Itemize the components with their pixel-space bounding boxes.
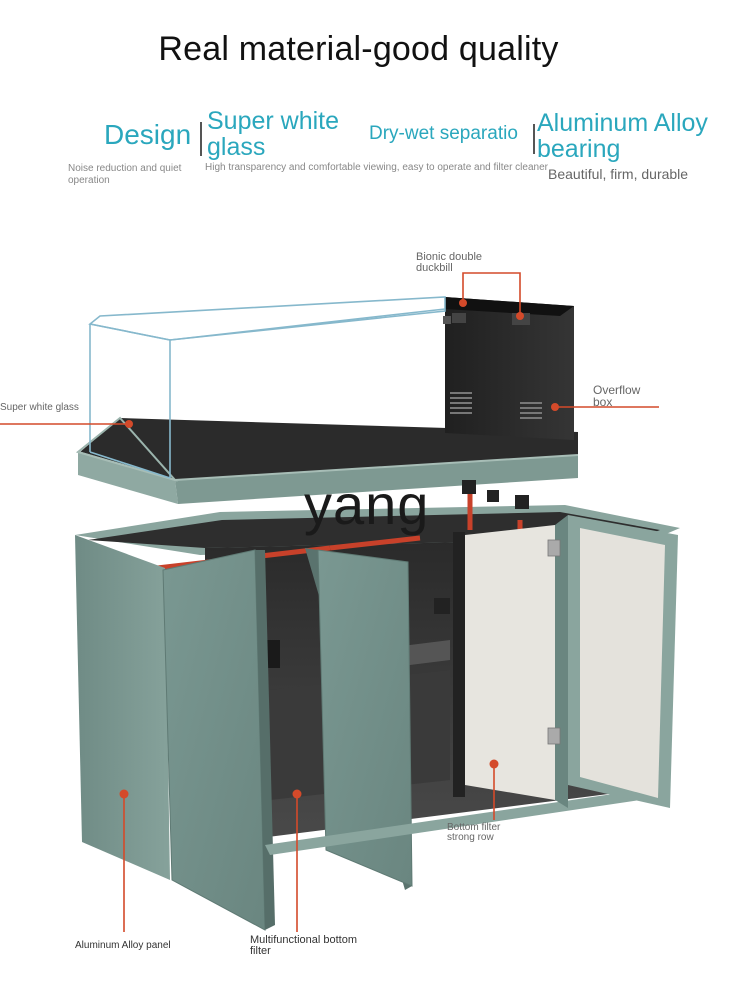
overflow-box [445, 297, 574, 440]
callout-bottom-filter-row: Bottom filter strong row [447, 822, 501, 843]
glass-tank-outline [88, 296, 446, 479]
callout-dots [119, 299, 559, 799]
feature-dry-wet-heading: Dry-wet separatio [369, 124, 518, 144]
callout-lines [0, 272, 659, 932]
feature-aluminum-heading: Aluminum Alloy bearing [537, 109, 708, 164]
watermark: yang [304, 473, 430, 536]
feature-divider [533, 124, 535, 154]
callout-overflow-box: Overflow box [593, 383, 641, 409]
cabinet-door-middle [317, 549, 413, 887]
tank-base-left-face [78, 452, 178, 504]
feature-design-heading: Design [104, 119, 192, 150]
feature-divider [200, 122, 202, 156]
callout-bionic-duckbill: Bionic double duckbill [416, 251, 483, 274]
callout-super-white-glass: Super white glass [0, 402, 79, 413]
feature-glass-subtitle: High transparency and comfortable viewin… [205, 162, 548, 173]
feature-design-subtitle: Noise reduction and quiet operation [68, 163, 182, 186]
tank-base-front-face [175, 455, 578, 504]
callout-multifunctional-filter: Multifunctional bottom filter [250, 934, 357, 957]
feature-aluminum-subtitle: Beautiful, firm, durable [548, 166, 689, 182]
page-title: Real material-good quality [158, 30, 559, 68]
tank-bottom-glass [80, 418, 578, 480]
callout-aluminum-panel: Aluminum Alloy panel [75, 940, 171, 951]
cabinet-door-left [162, 549, 266, 931]
feature-glass-heading: Super white glass [207, 107, 340, 162]
cabinet-left-side [75, 535, 170, 880]
